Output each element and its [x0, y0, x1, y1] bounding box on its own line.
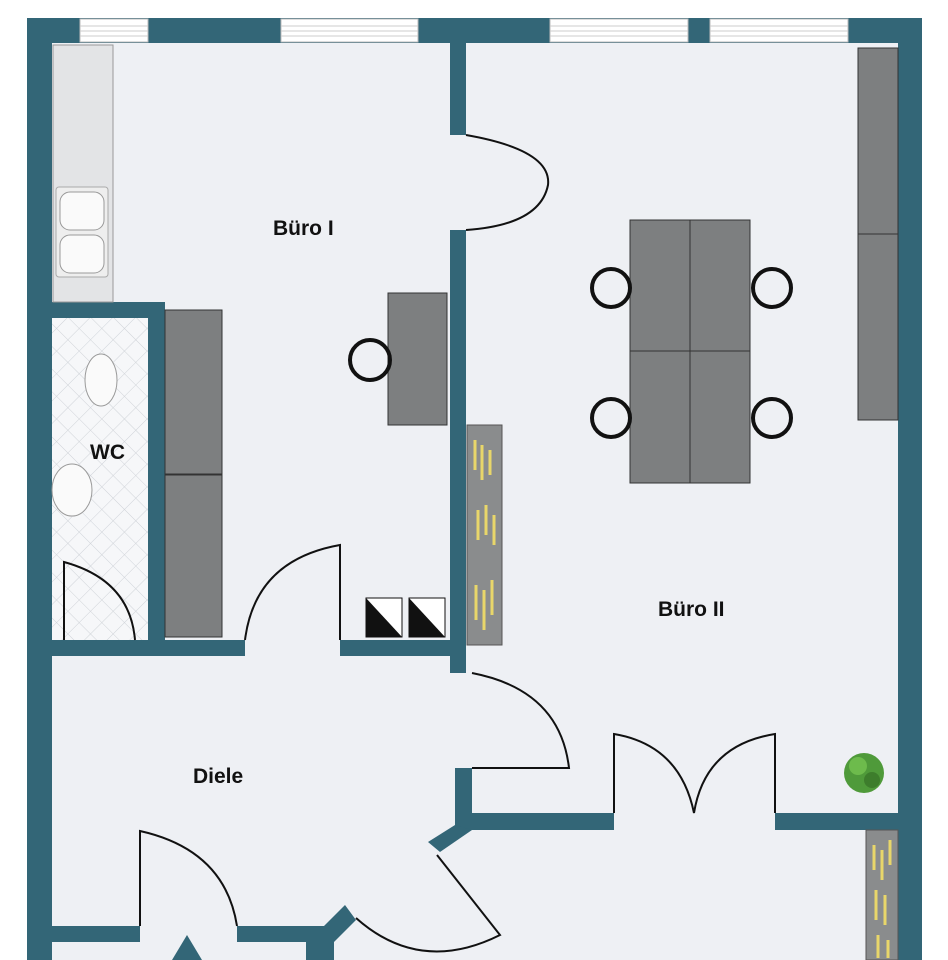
walls	[27, 18, 922, 960]
chair-icon	[590, 267, 632, 309]
entrance-arrow-icon	[172, 935, 202, 960]
chair-icon	[348, 338, 392, 382]
cabinet	[857, 47, 899, 235]
chair-icon	[751, 397, 793, 439]
chair-icon	[751, 267, 793, 309]
cabinet	[857, 233, 899, 421]
desk	[387, 292, 448, 426]
cabinet	[164, 474, 223, 638]
bookshelf	[865, 829, 899, 960]
room-label-buero2: Büro II	[658, 598, 725, 621]
desk	[689, 219, 751, 352]
washbasin-icon	[51, 463, 93, 517]
room-label-buero1: Büro I	[273, 217, 334, 240]
toilet-icon	[84, 353, 118, 407]
desk	[629, 350, 691, 484]
plant-icon	[844, 753, 884, 793]
room-label-diele: Diele	[193, 765, 243, 788]
desk	[629, 219, 691, 352]
cabinet	[164, 309, 223, 475]
chair-icon	[590, 397, 632, 439]
desk	[689, 350, 751, 484]
doors	[63, 134, 776, 953]
furniture	[51, 44, 899, 960]
windows	[79, 18, 849, 43]
room-label-wc: WC	[90, 441, 125, 464]
